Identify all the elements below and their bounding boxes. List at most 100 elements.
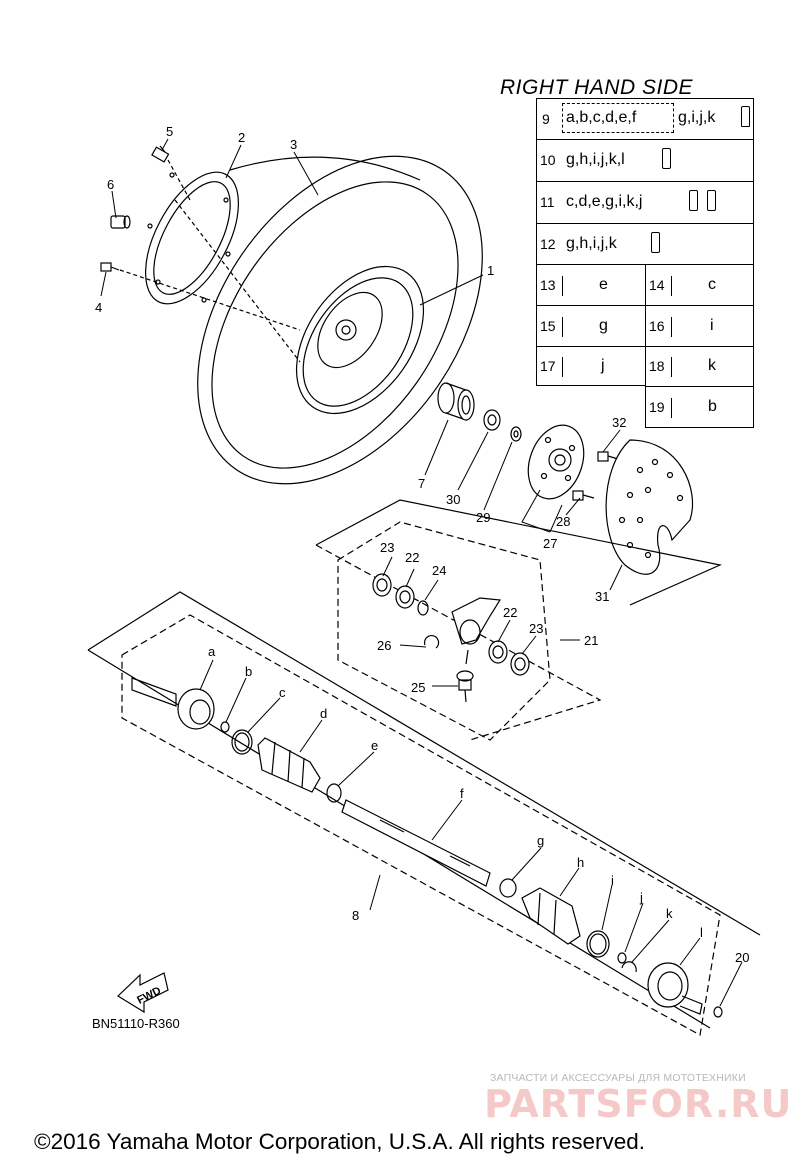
copyright-notice: ©2016 Yamaha Motor Corporation, U.S.A. A… [34, 1129, 646, 1154]
leader-lines [100, 138, 743, 1007]
callout-3: 3 [290, 137, 297, 152]
kit-row-number: 9 [542, 111, 550, 127]
kit-row-parts: a,b,c,d,e,f [566, 109, 637, 126]
nut [110, 215, 131, 229]
callout-22a: 22 [405, 550, 419, 565]
callout-26: 26 [377, 638, 391, 653]
callout-b: b [245, 664, 252, 679]
kit-row-10: 10 g,h,i,j,k,l [536, 139, 754, 182]
callout-c: c [279, 685, 286, 700]
kit-row-12: 12 g,h,i,j,k [536, 223, 754, 265]
circlip-k [621, 961, 637, 973]
kit-row-parts-extra: g,i,j,k [678, 109, 716, 126]
kit-cell-part: g [562, 317, 646, 337]
kit-row-11: 11 c,d,e,g,i,k,j [536, 181, 754, 224]
callout-24: 24 [432, 563, 446, 578]
ring-g [499, 878, 517, 898]
callout-2: 2 [238, 130, 245, 145]
callout-32: 32 [612, 415, 626, 430]
callout-d: d [320, 706, 327, 721]
callout-l: l [700, 925, 703, 940]
band-e [326, 783, 342, 803]
oring-20 [713, 1006, 723, 1018]
ball-joint [456, 670, 474, 703]
kit-row-number: 12 [540, 236, 556, 252]
watermark-tagline: ЗАПЧАСТИ И АКСЕССУАРЫ ДЛЯ МОТОТЕХНИКИ [490, 1072, 746, 1084]
kit-cell-part: b [671, 398, 754, 418]
fwd-arrow-icon [117, 972, 169, 1014]
callout-31: 31 [595, 589, 609, 604]
callout-23a: 23 [380, 540, 394, 555]
callout-k: k [666, 906, 673, 921]
grease-tube-icon [689, 190, 698, 211]
kit-row-number: 16 [649, 318, 665, 334]
callout-23b: 23 [529, 621, 543, 636]
callout-22b: 22 [503, 605, 517, 620]
kit-cell-16: 16 i [645, 305, 754, 347]
table-title: RIGHT HAND SIDE [500, 76, 694, 99]
shaft-f [341, 799, 491, 887]
kit-row-number: 15 [540, 318, 556, 334]
kit-row-parts: g,h,i,j,k,l [566, 151, 625, 168]
knuckle-bearing-left [372, 573, 429, 616]
drawing-code: BN51110-R360 [92, 1016, 180, 1031]
callout-25: 25 [411, 680, 425, 695]
callout-8: 8 [352, 908, 359, 923]
kit-cell-part: k [671, 357, 754, 377]
hub-bearing [437, 382, 475, 421]
circlip [423, 634, 440, 649]
dashed-leaders [119, 159, 301, 363]
callout-21: 21 [584, 633, 598, 648]
callout-i: i [611, 873, 614, 888]
kit-cell-17: 17 j [536, 346, 646, 386]
callout-f: f [460, 786, 464, 801]
steering-knuckle [451, 597, 502, 665]
kit-row-number: 14 [649, 277, 665, 293]
kit-cell-19: 19 b [645, 386, 754, 428]
knuckle-bearing-right [488, 640, 530, 676]
callout-28: 28 [556, 514, 570, 529]
hub [527, 424, 585, 500]
clip-j [617, 952, 627, 964]
wheel [295, 265, 425, 415]
kit-row-number: 10 [540, 152, 556, 168]
bolt [100, 262, 120, 272]
kit-row-number: 18 [649, 358, 665, 374]
callout-e: e [371, 738, 378, 753]
kit-cell-part: e [562, 276, 646, 296]
callout-a: a [208, 644, 216, 659]
callout-30: 30 [446, 492, 460, 507]
kit-row-9: 9 a,b,c,d,e,f g,i,j,k [536, 98, 754, 140]
kit-row-number: 19 [649, 399, 665, 415]
callout-29: 29 [476, 510, 490, 525]
watermark-logo: PARTSFOR.RU [484, 1082, 793, 1126]
kit-cell-part: c [671, 276, 754, 296]
grease-tube-icon [707, 190, 716, 211]
kit-cell-13: 13 e [536, 264, 646, 306]
kit-row-number: 13 [540, 277, 556, 293]
kit-dashed-group [562, 103, 674, 133]
washer [510, 426, 522, 442]
grease-tube-icon [651, 232, 660, 253]
callout-h: h [577, 855, 584, 870]
boot-h [521, 887, 581, 945]
callout-5: 5 [166, 124, 173, 139]
kit-cell-14: 14 c [645, 264, 754, 306]
valve [151, 145, 170, 163]
callout-27: 27 [543, 536, 557, 551]
kit-cell-part: j [562, 357, 646, 377]
small-ring-b [220, 721, 230, 733]
kit-row-number: 11 [540, 194, 555, 210]
kit-row-parts: g,h,i,j,k [566, 235, 617, 252]
callout-1: 1 [487, 263, 494, 278]
callout-g: g [537, 833, 544, 848]
callout-6: 6 [107, 177, 114, 192]
kit-cell-15: 15 g [536, 305, 646, 347]
kit-row-parts: c,d,e,g,i,k,j [566, 193, 643, 210]
collar [483, 409, 501, 431]
grease-tube-icon [741, 106, 750, 127]
grease-tube-icon [662, 148, 671, 169]
kit-cell-18: 18 k [645, 346, 754, 387]
inner-joint-l [647, 962, 703, 1015]
knuckle-group-box [315, 499, 722, 741]
